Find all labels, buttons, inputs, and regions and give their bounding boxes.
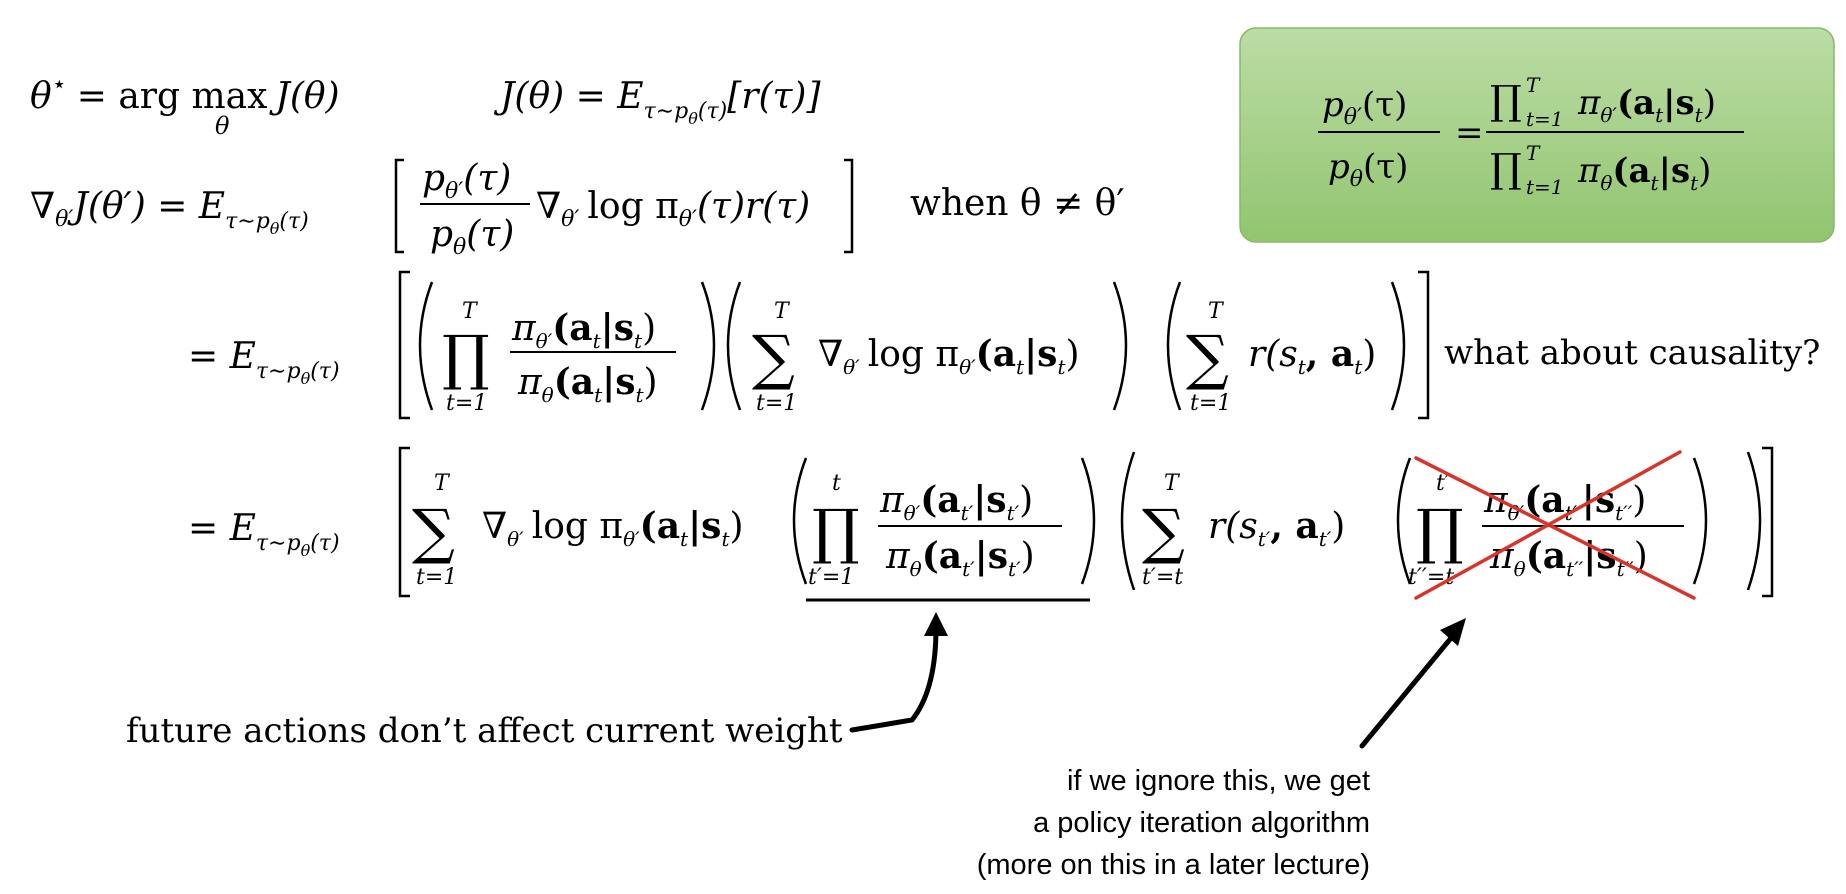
svg-text:πθ′(at|st): πθ′(at|st) xyxy=(1577,83,1716,127)
svg-text:t=1: t=1 xyxy=(446,391,487,416)
svg-text:=: = xyxy=(1455,113,1484,153)
svg-text:∏: ∏ xyxy=(812,497,860,567)
svg-text:∇θ′log πθ′(at|st): ∇θ′log πθ′(at|st) xyxy=(818,333,1080,379)
when-condition: when θ ≠ θ′ xyxy=(910,183,1125,224)
svg-text:T: T xyxy=(1164,471,1181,496)
svg-text:T: T xyxy=(434,471,451,496)
svg-text:t: t xyxy=(832,471,841,496)
svg-text:pθ(τ): pθ(τ) xyxy=(1328,147,1408,192)
svg-text:t=1: t=1 xyxy=(1190,391,1231,416)
causal-gradient-equation: = Eτ∼pθ(τ) ∑ T t=1 ∇θ′log πθ′(at|st) ∏ t… xyxy=(188,446,1774,602)
ratio-identity-box: pθ′(τ) pθ(τ) = ∏ T t=1 πθ′(at|st) ∏ T t=… xyxy=(1239,27,1835,243)
svg-text:θ: θ xyxy=(215,112,230,140)
future-actions-label: future actions don’t affect current weig… xyxy=(126,711,843,751)
svg-text:πθ′(at|st): πθ′(at|st) xyxy=(511,307,656,353)
cross-out-mark xyxy=(1414,450,1696,600)
note-line-3: (more on this in a later lecture) xyxy=(977,849,1370,881)
svg-text:πθ′(at′|st′): πθ′(at′|st′) xyxy=(879,479,1033,525)
svg-text:r(st′, at′): r(st′, at′) xyxy=(1208,505,1345,551)
svg-text:∏: ∏ xyxy=(442,323,490,393)
note-line-2: a policy iteration algorithm xyxy=(1033,807,1370,839)
svg-text:pθ′(τ): pθ′(τ) xyxy=(1322,85,1407,130)
policy-iteration-arrow xyxy=(1359,618,1466,749)
svg-text:πθ(at′|st′): πθ(at′|st′) xyxy=(885,535,1035,581)
svg-text:∏: ∏ xyxy=(1490,146,1522,192)
svg-text:∑: ∑ xyxy=(1142,497,1185,567)
svg-text:∑: ∑ xyxy=(752,323,795,393)
svg-text:= Eτ∼pθ(τ): = Eτ∼pθ(τ) xyxy=(188,336,340,388)
svg-text:t=1: t=1 xyxy=(416,565,457,590)
svg-text:∇θ′log πθ′(τ)r(τ): ∇θ′log πθ′(τ)r(τ) xyxy=(536,186,810,232)
svg-text:∑: ∑ xyxy=(1186,323,1229,393)
svg-text:T: T xyxy=(774,299,791,324)
svg-text:J(θ) = Eτ∼pθ(τ)[r(τ)]: J(θ) = Eτ∼pθ(τ)[r(τ)] xyxy=(493,76,821,128)
svg-text:∏: ∏ xyxy=(1490,78,1522,124)
causality-question: what about causality? xyxy=(1444,333,1820,373)
svg-text:πθ(at|st): πθ(at|st) xyxy=(1577,151,1711,195)
importance-weighted-gradient-equation: = Eτ∼pθ(τ) ∏ T t=1 πθ′(at|st) πθ(at|st) … xyxy=(188,270,1820,420)
svg-text:r(st, at): r(st, at) xyxy=(1248,333,1376,379)
future-actions-arrow xyxy=(849,612,948,733)
svg-text:πθ(at|st): πθ(at|st) xyxy=(517,361,658,407)
svg-text:t′: t′ xyxy=(1436,471,1450,496)
svg-text:t=1: t=1 xyxy=(1526,107,1564,131)
svg-text:pθ(τ): pθ(τ) xyxy=(430,214,514,260)
svg-text:∑: ∑ xyxy=(412,497,455,567)
policy-iteration-note: if we ignore this, we get a policy itera… xyxy=(977,765,1370,881)
svg-text:πθ(at′′|st′′): πθ(at′′|st′′) xyxy=(1489,535,1648,581)
svg-text:t′=1: t′=1 xyxy=(808,565,854,590)
expected-return-definition: J(θ) = Eτ∼pθ(τ)[r(τ)] xyxy=(493,76,821,128)
svg-text:∇θ′log πθ′(at|st): ∇θ′log πθ′(at|st) xyxy=(482,505,744,551)
note-line-1: if we ignore this, we get xyxy=(1067,765,1370,797)
svg-text:∇θ′J(θ′) = Eτ∼pθ(τ): ∇θ′J(θ′) = Eτ∼pθ(τ) xyxy=(30,186,309,238)
svg-text:= Eτ∼pθ(τ): = Eτ∼pθ(τ) xyxy=(188,508,340,560)
svg-text:t′=t: t′=t xyxy=(1142,565,1183,590)
svg-text:pθ′(τ): pθ′(τ) xyxy=(422,158,511,204)
svg-text:t=1: t=1 xyxy=(756,391,797,416)
off-policy-gradient-equation: ∇θ′J(θ′) = Eτ∼pθ(τ) pθ′(τ) pθ(τ) ∇θ′log … xyxy=(30,158,1125,260)
svg-text:T: T xyxy=(1526,141,1541,165)
svg-text:t=1: t=1 xyxy=(1526,175,1564,199)
green-box-background xyxy=(1239,27,1835,243)
svg-text:T: T xyxy=(1526,73,1541,97)
svg-text:t′′=t: t′′=t xyxy=(1408,565,1454,590)
svg-text:T: T xyxy=(462,299,479,324)
svg-text:∏: ∏ xyxy=(1416,497,1464,567)
svg-text:T: T xyxy=(1208,299,1225,324)
